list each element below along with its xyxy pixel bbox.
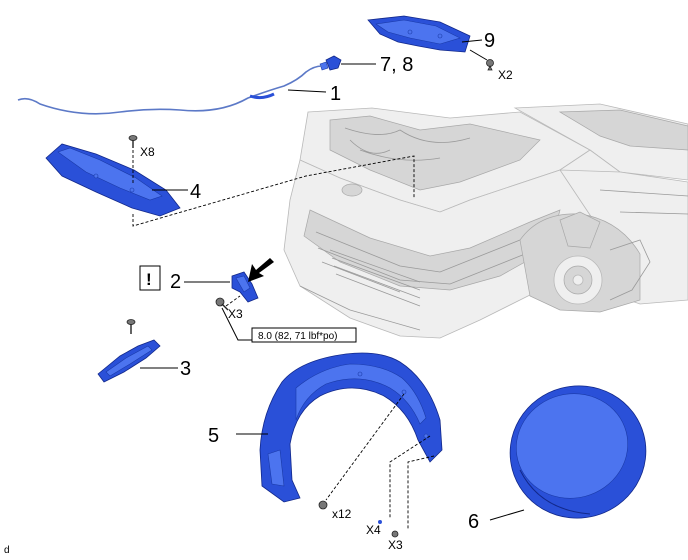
qty-part-9-clip: X2 xyxy=(498,68,513,82)
part-4-clip-icon xyxy=(128,135,138,148)
qty-part-2-bolt: X3 xyxy=(228,307,243,321)
callout-part-1: 1 xyxy=(330,83,341,105)
torque-spec: 8.0 (82, 71 lbf*po) xyxy=(258,331,338,342)
part-6-tire-cover xyxy=(509,385,647,519)
callout-part-5: 5 xyxy=(208,425,219,447)
part-2-bolt-icon xyxy=(215,297,229,311)
leader-part-9 xyxy=(461,39,483,43)
part-3-clip-icon xyxy=(126,319,136,334)
dash-part-5-clip-b xyxy=(407,455,435,530)
leader-torque xyxy=(221,307,252,341)
vehicle-front-illustration xyxy=(283,103,688,339)
part-5-clip-b-icon xyxy=(391,530,399,538)
qty-part-4-clip: X8 xyxy=(140,145,155,159)
torque-box xyxy=(251,327,357,343)
dash-part-2-bolt xyxy=(225,295,241,307)
dash-part-4-install xyxy=(132,155,415,227)
callout-part-6: 6 xyxy=(468,511,479,533)
qty-part-5-clip-b: X3 xyxy=(388,538,403,552)
dash-part-5-clip-a xyxy=(389,435,431,518)
part-5-fender-liner xyxy=(259,352,443,503)
part-5-clip-a-icon xyxy=(378,520,382,524)
callout-part-7-8: 7, 8 xyxy=(380,54,413,76)
part-1-cable-grommet xyxy=(249,92,275,100)
part-5-screw-icon xyxy=(318,500,328,510)
part-3-bracket xyxy=(97,339,161,383)
part-4-seal xyxy=(45,143,181,217)
part-1-release-cable xyxy=(17,65,323,115)
part-2-bracket xyxy=(231,271,259,303)
callout-part-4: 4 xyxy=(190,181,201,203)
leader-part-6 xyxy=(489,509,525,521)
part-9-cover xyxy=(367,15,471,53)
callout-part-2: 2 xyxy=(170,271,181,293)
exclamation-box-icon: ! xyxy=(146,270,152,289)
qty-part-5-clip-a: X4 xyxy=(366,523,381,537)
callout-part-9: 9 xyxy=(484,30,495,52)
leader-part-1 xyxy=(287,89,327,93)
leader-part-9-clip xyxy=(469,49,488,61)
part-7-8-hood-lock xyxy=(319,55,342,71)
part-9-clip-icon xyxy=(486,59,494,71)
callout-part-3: 3 xyxy=(180,358,191,380)
caution-box: ! xyxy=(139,265,161,291)
dash-part-5-screw xyxy=(325,393,405,501)
corner-label: d xyxy=(4,545,10,556)
qty-part-5-screw: x12 xyxy=(332,507,352,521)
black-arrow-icon xyxy=(248,258,274,282)
